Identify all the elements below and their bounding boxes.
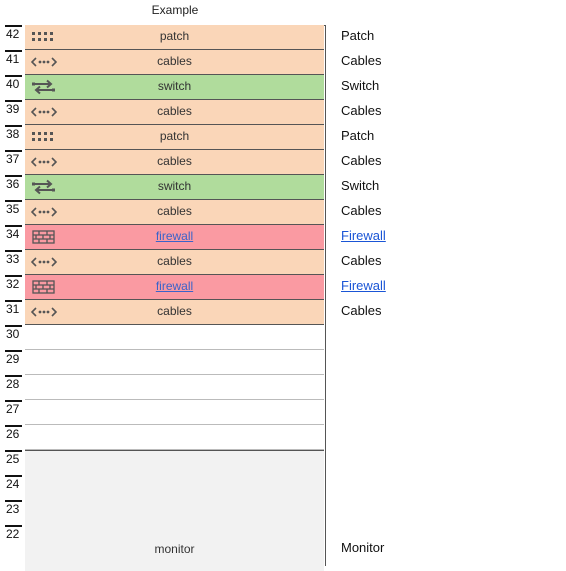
cable-icon [30, 54, 58, 70]
unit-number: 28 [5, 375, 22, 401]
cable-icon [30, 154, 58, 170]
unit-number: 31 [5, 300, 22, 326]
unit-number: 29 [5, 350, 22, 376]
device-label: cables [157, 254, 192, 268]
device-side-label: Cables [341, 53, 382, 68]
device-side-label-monitor: Monitor [341, 540, 385, 555]
unit-number: 22 [5, 525, 22, 551]
rack-device-cables: cables [25, 100, 324, 125]
device-side-label: Switch [341, 178, 380, 193]
device-side-label: Patch [341, 28, 375, 43]
rack-slot-empty [25, 325, 324, 350]
unit-number: 35 [5, 200, 22, 226]
rack-device-cables: cables [25, 250, 324, 275]
rack-device-patch: patch [25, 125, 324, 150]
device-label[interactable]: firewall [155, 279, 194, 293]
cable-icon [30, 204, 58, 220]
unit-number: 26 [5, 425, 22, 451]
unit-number: 34 [5, 225, 22, 251]
cable-icon [30, 104, 58, 120]
diagram-title: Example [151, 3, 199, 17]
device-label: cables [157, 54, 192, 68]
rack-slot-empty [25, 375, 324, 400]
rack-device-patch: patch [25, 25, 324, 50]
rack-device-monitor: monitor [25, 450, 324, 571]
unit-number: 39 [5, 100, 22, 126]
unit-number: 40 [5, 75, 22, 101]
unit-number: 42 [5, 25, 22, 51]
unit-number: 33 [5, 250, 22, 276]
rack-device-firewall[interactable]: firewall [25, 225, 324, 250]
switch-icon [31, 79, 57, 95]
switch-icon [31, 179, 57, 195]
device-side-label: Cables [341, 203, 382, 218]
device-label: patch [159, 129, 190, 143]
rack-slot-empty [25, 350, 324, 375]
cable-icon [30, 254, 58, 270]
device-label: monitor [154, 542, 195, 556]
device-side-label: Cables [341, 103, 382, 118]
rack-device-cables: cables [25, 150, 324, 175]
rack-slot-empty [25, 400, 324, 425]
rack-device-firewall[interactable]: firewall [25, 275, 324, 300]
unit-number: 25 [5, 450, 22, 476]
unit-number: 36 [5, 175, 22, 201]
rack-device-switch: switch [25, 175, 324, 200]
rack-device-cables: cables [25, 300, 324, 325]
rack-slot-empty [25, 425, 324, 450]
device-label: cables [157, 154, 192, 168]
unit-number: 30 [5, 325, 22, 351]
unit-number: 41 [5, 50, 22, 76]
unit-number: 32 [5, 275, 22, 301]
device-side-label: Cables [341, 153, 382, 168]
device-label: cables [157, 304, 192, 318]
cable-icon [30, 304, 58, 320]
device-label: cables [157, 104, 192, 118]
device-label[interactable]: firewall [155, 229, 194, 243]
device-side-label: Cables [341, 253, 382, 268]
firewall-icon [31, 229, 57, 245]
patch-panel-icon [31, 129, 57, 145]
device-label: switch [157, 79, 192, 93]
unit-number: 38 [5, 125, 22, 151]
device-side-label[interactable]: Firewall [341, 228, 386, 243]
device-label: cables [157, 204, 192, 218]
unit-number: 27 [5, 400, 22, 426]
firewall-icon [31, 279, 57, 295]
patch-panel-icon [31, 29, 57, 45]
rack-device-cables: cables [25, 50, 324, 75]
rack-device-cables: cables [25, 200, 324, 225]
device-side-label: Patch [341, 128, 375, 143]
unit-number: 23 [5, 500, 22, 526]
rack-device-switch: switch [25, 75, 324, 100]
unit-number: 37 [5, 150, 22, 176]
device-label: patch [159, 29, 190, 43]
device-side-label[interactable]: Firewall [341, 278, 386, 293]
device-side-label: Switch [341, 78, 380, 93]
device-label: switch [157, 179, 192, 193]
device-side-label: Cables [341, 303, 382, 318]
unit-number: 24 [5, 475, 22, 501]
